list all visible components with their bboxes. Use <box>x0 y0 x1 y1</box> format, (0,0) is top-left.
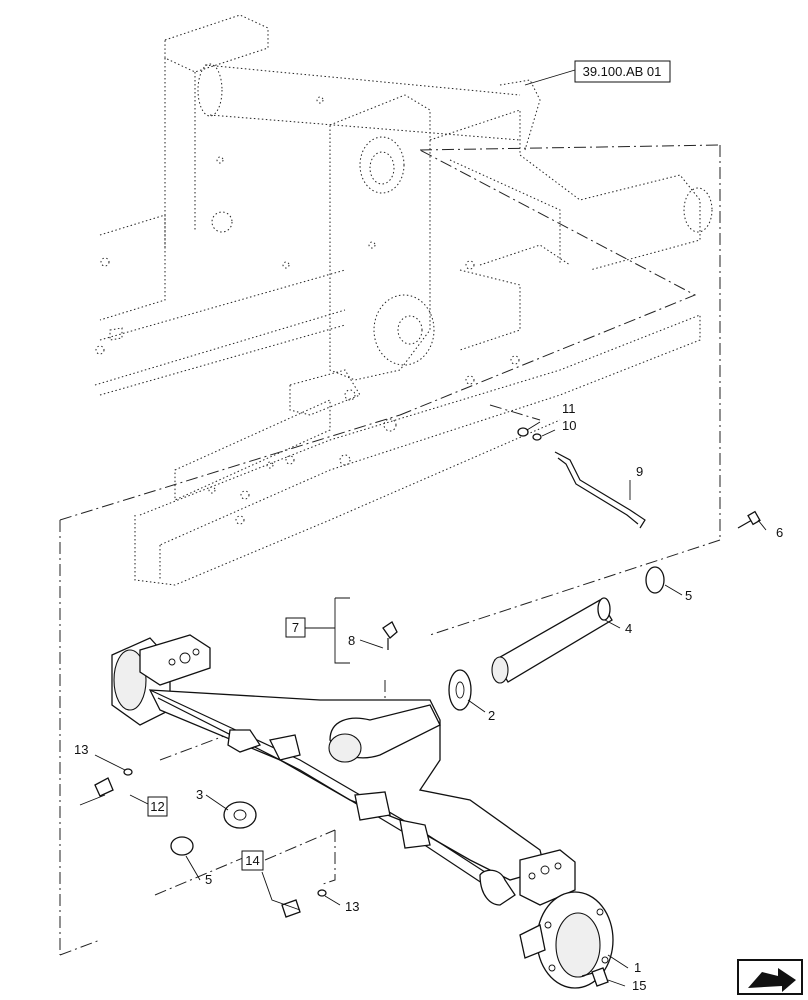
callout-6[interactable]: 6 <box>776 525 783 540</box>
callout-9[interactable]: 9 <box>636 464 643 479</box>
reference-box[interactable]: 39.100.AB 01 <box>574 60 671 83</box>
chassis-frame-outline <box>94 14 713 586</box>
bolt-15 <box>581 967 609 987</box>
callout-5-lower[interactable]: 5 <box>205 872 212 887</box>
assembly-boundary-lines <box>59 144 721 956</box>
callout-13-right[interactable]: 13 <box>345 899 359 914</box>
boxed-callout-14[interactable]: 14 <box>241 850 264 871</box>
fitting-11 <box>517 427 529 437</box>
callout-10[interactable]: 10 <box>562 418 576 433</box>
callout-5-upper[interactable]: 5 <box>685 588 692 603</box>
grease-fitting-12 <box>94 777 114 797</box>
callout-15[interactable]: 15 <box>632 978 646 993</box>
callout-11[interactable]: 11 <box>562 401 576 416</box>
callout-7: 7 <box>292 620 299 635</box>
fitting-10 <box>532 433 542 441</box>
snap-ring-upper <box>645 566 665 594</box>
callout-12: 12 <box>150 799 164 814</box>
lubrication-line-9 <box>554 451 646 529</box>
grease-fitting-14 <box>281 899 301 918</box>
snap-ring-lower <box>170 836 194 856</box>
thrust-washer-lower <box>223 801 257 829</box>
grease-fitting-8 <box>382 621 398 650</box>
bolt-6 <box>737 510 761 529</box>
callout-8[interactable]: 8 <box>348 633 355 648</box>
boxed-callout-12[interactable]: 12 <box>147 796 168 817</box>
callout-13-left[interactable]: 13 <box>74 742 88 757</box>
next-page-arrow-icon[interactable] <box>737 959 803 995</box>
thrust-washer-upper <box>448 669 472 711</box>
callout-leaders <box>79 69 767 987</box>
callout-numbers: 11 10 9 6 5 4 8 2 13 3 5 13 1 15 <box>74 401 783 993</box>
pivot-pin <box>491 597 613 684</box>
boxed-callout-7[interactable]: 7 <box>285 617 306 638</box>
callout-4[interactable]: 4 <box>625 621 632 636</box>
front-axle-assembly <box>111 634 614 989</box>
callout-3[interactable]: 3 <box>196 787 203 802</box>
callout-1[interactable]: 1 <box>634 960 641 975</box>
reference-label: 39.100.AB 01 <box>583 64 662 79</box>
callout-2[interactable]: 2 <box>488 708 495 723</box>
callout-14: 14 <box>245 853 259 868</box>
